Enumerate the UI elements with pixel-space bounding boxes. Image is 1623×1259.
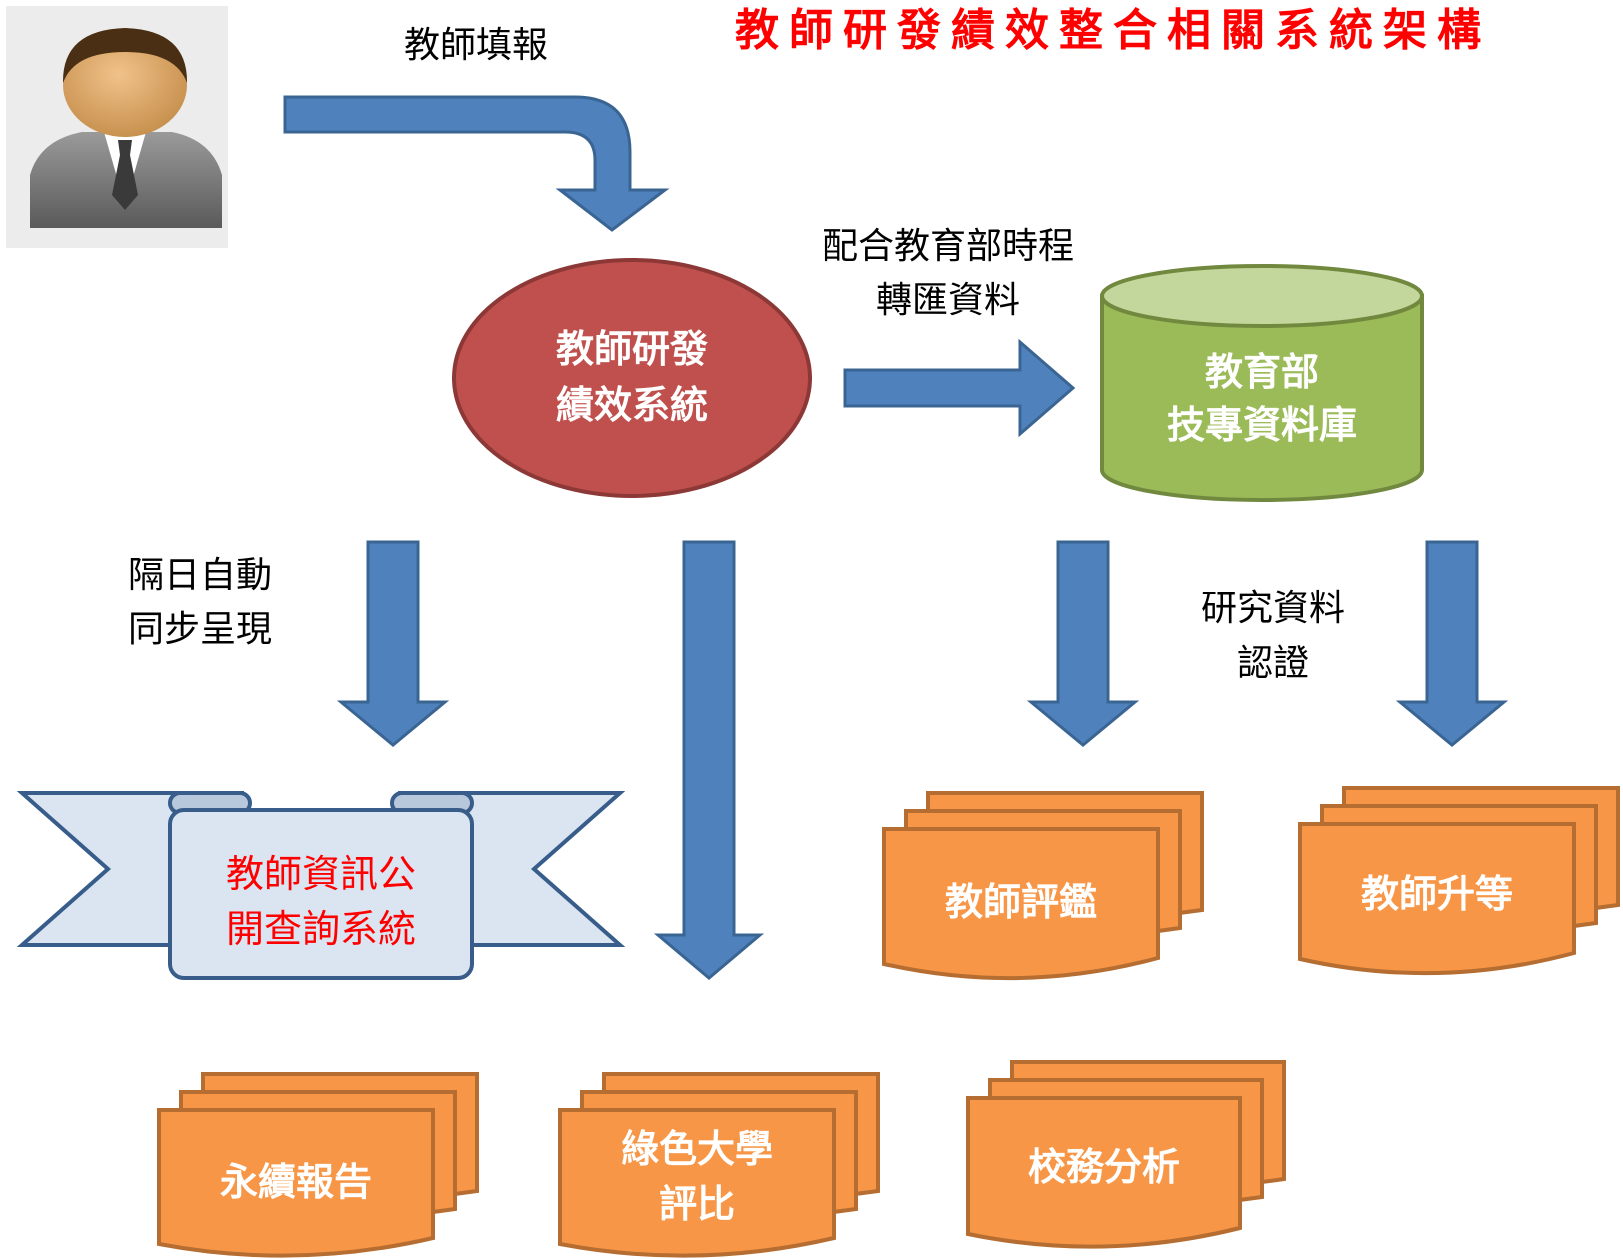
teacher-evaluation-label: 教師評鑑 — [945, 880, 1097, 924]
green-university-label-2: 評比 — [659, 1182, 735, 1226]
arrow-database-to-evaluation — [1026, 540, 1140, 747]
label-teacher-fill: 教師填報 — [404, 25, 548, 66]
core-system-label-1: 教師研發 — [556, 327, 708, 371]
sustainability-report-label: 永續報告 — [220, 1160, 372, 1204]
green-university-ranking-doc — [558, 1072, 880, 1258]
moe-database-node — [1100, 264, 1424, 502]
database-label-2: 技專資料庫 — [1167, 403, 1357, 447]
label-sync-line-1: 隔日自動 — [128, 555, 272, 596]
arrow-core-to-reports — [653, 540, 765, 980]
public-system-label-2: 開查詢系統 — [226, 907, 416, 951]
label-sync-line-2: 同步呈現 — [128, 609, 272, 650]
public-query-system-node — [16, 791, 626, 980]
teacher-icon — [6, 6, 228, 248]
arrow-core-to-public-system — [336, 540, 450, 747]
arrow-database-to-promotion — [1395, 540, 1509, 747]
arrow-core-to-database — [843, 338, 1076, 438]
teacher-evaluation-doc — [882, 791, 1204, 981]
teacher-promotion-label: 教師升等 — [1361, 872, 1513, 916]
database-label-1: 教育部 — [1205, 350, 1319, 394]
green-university-label-1: 綠色大學 — [621, 1127, 773, 1171]
label-transfer-line-1: 配合教育部時程 — [822, 226, 1074, 267]
core-system-label-2: 績效系統 — [556, 383, 708, 427]
teacher-promotion-doc — [1298, 786, 1620, 976]
sustainability-report-doc — [157, 1072, 479, 1258]
label-cert-line-1: 研究資料 — [1201, 588, 1345, 629]
label-cert-line-2: 認證 — [1237, 643, 1309, 684]
arrow-teacher-to-core — [283, 95, 670, 232]
public-system-label-1: 教師資訊公 — [226, 852, 416, 896]
institutional-analysis-label: 校務分析 — [1028, 1145, 1180, 1189]
core-system-node — [452, 258, 812, 498]
label-transfer-line-2: 轉匯資料 — [876, 280, 1020, 321]
diagram-title: 教師研發績效整合相關系統架構 — [735, 5, 1491, 56]
institutional-analysis-doc — [966, 1060, 1286, 1249]
